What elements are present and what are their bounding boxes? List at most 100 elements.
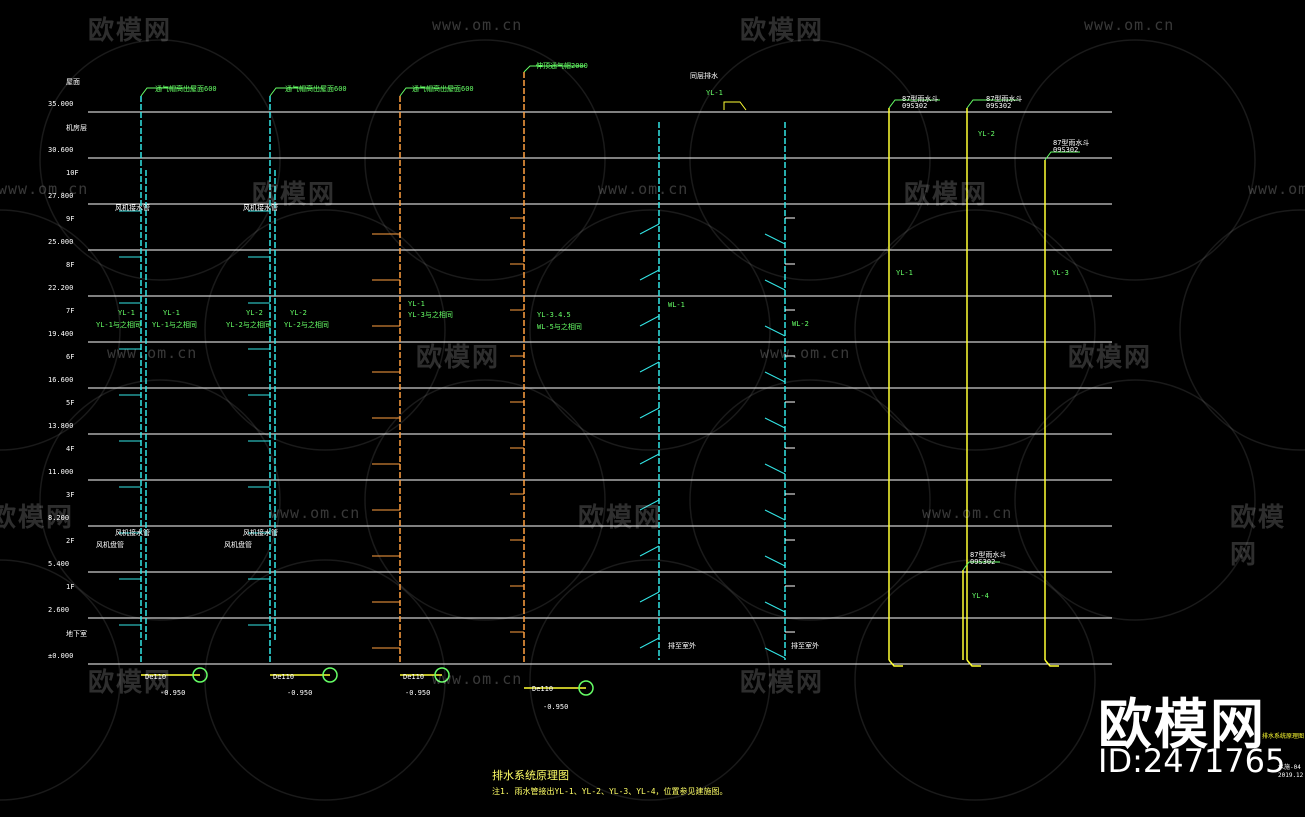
- manhole-icon: [192, 667, 208, 683]
- vent-leader: [523, 65, 585, 73]
- brand-id: ID:2471765: [1098, 742, 1286, 780]
- floor-label: 1F: [66, 583, 75, 591]
- branch-pipe: [639, 407, 660, 419]
- watermark-url: www.om.cn: [1084, 16, 1175, 34]
- roof-drain-note: 87型雨水斗: [986, 95, 1023, 103]
- fan-note: 风机接水管: [243, 204, 278, 212]
- branch-pipe: [639, 361, 660, 373]
- watermark-logo: 欧模网: [252, 180, 337, 210]
- pipe-label-wl1: WL-1: [668, 301, 685, 309]
- watermark-url: www.om.cn: [107, 344, 198, 362]
- well-label: 同层排水: [690, 72, 718, 80]
- drain-code: 09S302: [986, 102, 1012, 110]
- level-elevation: 19.400: [48, 330, 74, 338]
- ground-out-label: 排至室外: [668, 642, 696, 650]
- branch-pipe: [764, 233, 786, 245]
- sheet-title: 排水系统原理图: [1262, 733, 1305, 740]
- branch-pipe: [639, 453, 660, 465]
- branch-pipe: [764, 601, 786, 613]
- floor-label: 5F: [66, 399, 75, 407]
- floor-label: 3F: [66, 491, 75, 499]
- level-elevation: 8.200: [48, 514, 70, 522]
- watermark-logo: 欧模网: [88, 668, 173, 698]
- watermark-logo: 欧模网: [88, 16, 173, 46]
- brand-logo: 欧模网: [1098, 693, 1266, 756]
- watermark-circles: [0, 39, 1305, 801]
- watermark-url: www.om.cn: [598, 180, 689, 198]
- level-elevation: 22.200: [48, 284, 74, 292]
- pipe-label-yl3: YL-3: [1052, 269, 1069, 277]
- vent-leader: [269, 87, 325, 97]
- branch-pipe: [764, 509, 786, 521]
- branch-pipe: [764, 325, 786, 337]
- watermark-url: www.om.cn: [432, 16, 523, 34]
- pipe-group-note: WL-5与之相同: [537, 323, 582, 331]
- vent-leader: [399, 87, 455, 97]
- pipe-label-yl1: YL-1: [118, 309, 135, 317]
- level-elevation: 25.000: [48, 238, 74, 246]
- pipe-label-yl1: YL-1: [896, 269, 913, 277]
- level-elevation: 30.600: [48, 146, 74, 154]
- watermark-logo: 欧模网: [0, 503, 75, 533]
- pipe-foot: [888, 659, 903, 667]
- level-elevation: 5.400: [48, 560, 70, 568]
- drain-code: 09S302: [902, 102, 928, 110]
- manhole-icon: [322, 667, 338, 683]
- drain-leader: [966, 99, 1020, 109]
- floor-label: 6F: [66, 353, 75, 361]
- floor-label: 机房层: [66, 124, 87, 132]
- pipe-label-yl4: YL-4: [972, 592, 989, 600]
- fan-note: 风机接水管: [115, 204, 150, 212]
- pipe-foot: [966, 659, 981, 667]
- watermark-url: www.om.cn: [1248, 180, 1305, 198]
- pipe-label-yl1: YL-1: [408, 300, 425, 308]
- pipe-size-label: De110: [403, 673, 425, 681]
- drawing-title: 排水系统原理图: [492, 769, 569, 782]
- branch-pipe: [764, 647, 786, 659]
- floor-label: 地下室: [66, 630, 87, 638]
- drain-leader: [888, 99, 940, 109]
- floor-label: 7F: [66, 307, 75, 315]
- level-elevation: 27.800: [48, 192, 74, 200]
- pipe-label-yl1: YL-1: [163, 309, 180, 317]
- watermark-logo: 欧模网: [416, 343, 501, 373]
- pipe-size-label: De110: [145, 673, 167, 681]
- drawing-number: 水施-04: [1278, 764, 1301, 771]
- floor-label: 10F: [66, 169, 79, 177]
- branch-pipe: [639, 545, 660, 557]
- watermark-url: www.om.cn: [0, 180, 89, 198]
- pipe-group-note: YL-3与之相同: [408, 311, 453, 319]
- floor-lines: [88, 111, 1112, 665]
- pipe-group-note: YL-1与之相同: [96, 321, 141, 329]
- vent-leader: [140, 87, 196, 97]
- drain-leader: [1044, 151, 1080, 161]
- pipe-size-label: De110: [532, 685, 554, 693]
- floor-label: 4F: [66, 445, 75, 453]
- watermark-url: www.om.cn: [922, 504, 1013, 522]
- branch-pipe: [764, 371, 786, 383]
- pipe-label-yl1: YL-1: [706, 89, 723, 97]
- pipe-top-note: 伸顶通气帽2000: [536, 62, 588, 70]
- roof-drain-note: 87型雨水斗: [970, 551, 1007, 559]
- pipe-label-yl2: YL-2: [978, 130, 995, 138]
- watermark-logo: 欧模网: [578, 503, 663, 533]
- level-elevation: ±0.000: [48, 652, 74, 660]
- fan-note: 风机接水管: [243, 529, 278, 537]
- branch-label: 风机盘管: [224, 541, 252, 549]
- pipe-foot: [1044, 659, 1059, 667]
- pipe-top-note: 通气帽高出屋面600: [285, 85, 347, 93]
- pipe-top-note: 通气帽高出屋面600: [155, 85, 217, 93]
- watermark-logo: 欧模网: [1230, 503, 1287, 570]
- outlet-elev: -0.950: [287, 689, 313, 697]
- level-elevation: 13.800: [48, 422, 74, 430]
- drain-leader: [962, 561, 1000, 571]
- pipe-label-yl345: YL-3.4.5: [537, 311, 571, 319]
- level-elevation: 11.000: [48, 468, 74, 476]
- ground-out-label: 排至室外: [791, 642, 819, 650]
- roof-drain-note: 87型雨水斗: [902, 95, 939, 103]
- floor-label: 2F: [66, 537, 75, 545]
- pipe-label-wl2: WL-2: [792, 320, 809, 328]
- level-elevation: 35.000: [48, 100, 74, 108]
- branch-pipe: [764, 555, 786, 567]
